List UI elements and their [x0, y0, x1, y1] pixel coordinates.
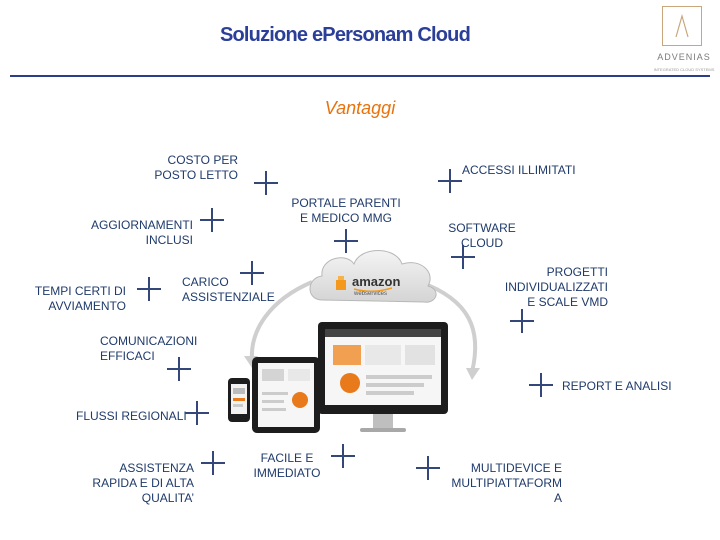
plus-icon [510, 309, 534, 333]
advantage-accessi: ACCESSI ILLIMITATI [462, 163, 576, 177]
advantage-progetti: PROGETTI INDIVIDUALIZZATI E SCALE VMD [504, 265, 608, 309]
logo-tagline: INTEGRATED CLOUD SYSTEMS [653, 67, 715, 72]
logo-name: ADVENIAS [657, 52, 711, 62]
sync-arrow-left [249, 280, 313, 361]
cloud-brand-text: amazon [352, 274, 400, 289]
plus-icon [185, 401, 209, 425]
plus-icon [451, 245, 475, 269]
logo-a-icon [675, 13, 689, 38]
section-title: Vantaggi [324, 98, 396, 118]
cloud-brand-sub: webservices [353, 291, 387, 297]
advantage-portale: PORTALE PARENTI E MEDICO MMG [291, 196, 401, 225]
plus-icon [200, 208, 224, 232]
tablet-device [252, 357, 320, 433]
advantage-software: SOFTWARE CLOUD [448, 221, 516, 250]
advantage-assistenza: ASSISTENZA RAPIDA E DI ALTA QUALITA’ [92, 461, 194, 505]
advantage-report: REPORT E ANALISI [562, 379, 672, 393]
desktop-monitor [318, 322, 448, 432]
advantage-carico: CARICO ASSISTENZIALE [182, 275, 275, 304]
amazon-cloud-icon: amazon webservices [309, 250, 437, 303]
page-title: Soluzione ePersonam Cloud [219, 24, 471, 46]
plus-icon [254, 171, 278, 195]
logo-mark [662, 6, 702, 46]
plus-icon [438, 169, 462, 193]
advantage-multidevice: MULTIDEVICE E MULTIPIATTAFORM A [451, 461, 562, 505]
advantage-facile: FACILE E IMMEDIATO [253, 451, 321, 480]
plus-icon [137, 277, 161, 301]
plus-icon [529, 373, 553, 397]
advantage-flussi: FLUSSI REGIONALI [76, 409, 187, 423]
advantage-costo: COSTO PER POSTO LETTO [154, 153, 238, 182]
header-divider [10, 75, 710, 77]
plus-icon [334, 229, 358, 253]
plus-icon [240, 261, 264, 285]
smartphone-device [228, 378, 250, 422]
sync-arrow-right [419, 280, 478, 373]
plus-icon [416, 456, 440, 480]
advantage-aggiornamenti: AGGIORNAMENTI INCLUSI [90, 218, 193, 247]
plus-icon [201, 451, 225, 475]
plus-icon [167, 357, 191, 381]
advantage-comunicazioni: COMUNICAZIONI EFFICACI [100, 334, 198, 363]
advantage-tempi: TEMPI CERTI DI AVVIAMENTO [34, 284, 126, 313]
plus-icon [331, 444, 355, 468]
company-logo: ADVENIAS INTEGRATED CLOUD SYSTEMS [652, 4, 716, 72]
